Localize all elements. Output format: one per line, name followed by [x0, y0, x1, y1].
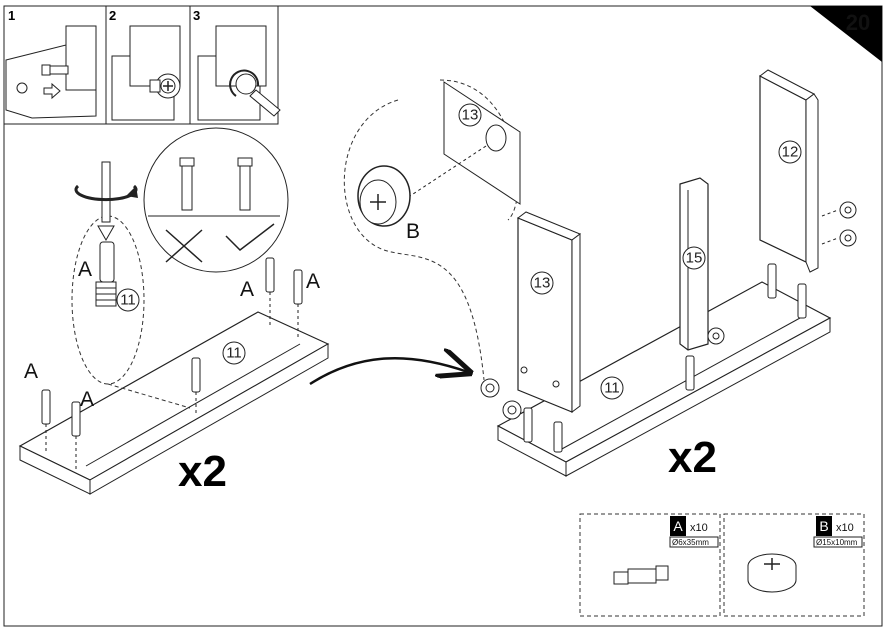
- page-border: [3, 5, 883, 627]
- part-13-zoom-marker: [458, 103, 482, 127]
- board-11-left: [18, 311, 330, 481]
- part-11-label: 11: [226, 345, 242, 362]
- legend-a-spec: Ø6x35mm: [672, 538, 709, 547]
- dowel-right-5: [553, 421, 563, 453]
- part-11-right-label: 11: [604, 380, 620, 397]
- step-1-number: 1: [8, 8, 15, 23]
- cam-lock-1: [480, 378, 500, 398]
- dowel-a-4: [293, 269, 303, 338]
- page-number: 20: [846, 10, 870, 35]
- dowel-right-1: [767, 263, 777, 299]
- step-1-panel: 1: [5, 8, 97, 119]
- cam-lock-5: [839, 229, 857, 247]
- cam-lock-4: [839, 201, 857, 219]
- part-a-label-1: A: [24, 360, 38, 383]
- insert-arrow-icon: [43, 82, 61, 100]
- panel-12: [759, 75, 807, 263]
- part-12-marker: [778, 140, 802, 164]
- cam-lock-3: [707, 327, 725, 345]
- part-11-marker: [222, 341, 246, 365]
- part-a-label-3: A: [240, 278, 254, 301]
- legend-a-letter: A: [673, 518, 683, 534]
- dowel-a-icon: [613, 565, 669, 585]
- page-number-badge: 20: [810, 6, 882, 62]
- rotate-arrow-icon: [229, 69, 260, 97]
- zoom-detail: 13 B: [357, 81, 521, 243]
- legend-b-spec: Ø15x10mm: [816, 538, 858, 547]
- cam-lock-b-icon: [747, 553, 797, 593]
- part-a-label-2: A: [80, 388, 94, 411]
- step-2-panel: 2: [109, 8, 181, 121]
- multiplier-right: x2: [668, 433, 717, 482]
- step-2-number: 2: [109, 8, 116, 23]
- part-11-zoom-label: 11: [120, 292, 136, 309]
- part-13-zoom-label: 13: [462, 107, 479, 124]
- screwdriver-icon: [249, 89, 281, 117]
- panel-13: [517, 217, 573, 413]
- part-b-label-zoom: B: [406, 220, 420, 243]
- step-3-panel: 3: [193, 8, 281, 121]
- right-assembly: 11 13 15 12: [343, 69, 857, 482]
- cross-slot-icon: [163, 81, 173, 91]
- part-11-right-marker: [600, 376, 624, 400]
- step-3-number: 3: [193, 8, 200, 23]
- dowel-a-5: [191, 357, 201, 414]
- depth-check-circle: [143, 127, 289, 273]
- legend-b: B x10 Ø15x10mm: [723, 513, 865, 617]
- part-13-marker: [530, 271, 554, 295]
- part-a-label-4: A: [306, 270, 320, 293]
- dowel-right-2: [797, 283, 807, 319]
- dowel-a-2: [71, 401, 81, 470]
- part-15-marker: [682, 246, 706, 270]
- dowel-right-3: [685, 355, 695, 391]
- left-assembly: 11 A A A A: [18, 127, 330, 496]
- multiplier-left: x2: [178, 447, 227, 496]
- legend-b-qty: x10: [836, 522, 854, 534]
- legend-a-qty: x10: [690, 522, 708, 534]
- dowel-a-3: [265, 257, 275, 326]
- direction-arrow-icon: [309, 358, 468, 386]
- correct-check-icon: [225, 223, 275, 251]
- legend-b-letter: B: [819, 518, 828, 534]
- wrong-x-icon: [165, 229, 203, 263]
- dowel-a-1: [41, 389, 51, 452]
- part-a-label-zoom: A: [78, 258, 92, 281]
- zoom-ellipse: [71, 215, 145, 385]
- part-13-label: 13: [534, 275, 551, 292]
- part-12-label: 12: [782, 144, 799, 161]
- dowel-right-4: [523, 407, 533, 443]
- legend-a: A x10 Ø6x35mm: [579, 513, 721, 617]
- cam-lock-2: [502, 400, 522, 420]
- part-15-label: 15: [686, 250, 703, 267]
- step-panels: 1 2 3: [3, 5, 281, 125]
- screwdriver-zoom: [74, 161, 138, 307]
- part-11-zoom-marker: [116, 288, 140, 312]
